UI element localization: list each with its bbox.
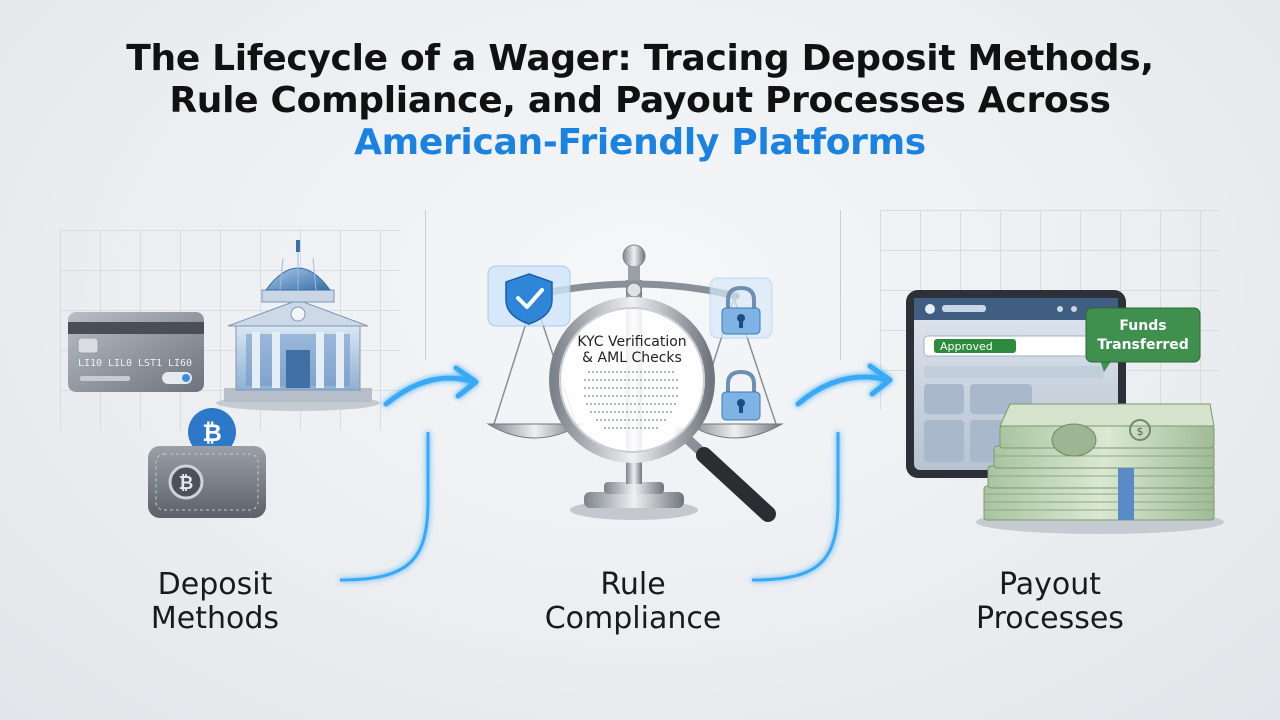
funds-transferred-badge: Funds Transferred	[1085, 307, 1201, 372]
card-number-4: LI60	[168, 358, 192, 369]
cash-stack-icon: $	[976, 403, 1224, 534]
deposit-label-line-1: Deposit	[157, 567, 273, 602]
card-number-1: LI10	[78, 358, 102, 369]
divider-right	[840, 210, 841, 360]
card-number-3: LST1	[138, 358, 162, 369]
stage-label-deposit-methods: Deposit Methods	[65, 568, 365, 636]
rule-label-line-1: Rule	[600, 567, 666, 602]
deposit-label-line-2: Methods	[150, 601, 280, 636]
stage-label-payout-processes: Payout Processes	[900, 568, 1200, 636]
crypto-wallet-icon: ₿ ₿	[148, 408, 266, 518]
shield-check-icon	[487, 265, 571, 327]
rule-label-line-2: Compliance	[544, 601, 722, 636]
aml-checks-text: & AML Checks	[582, 350, 682, 366]
svg-text:$: $	[1137, 425, 1144, 438]
credit-card-icon: LI10 LIL0 LST1 LI60	[68, 312, 204, 392]
diagram-title: The Lifecycle of a Wager: Tracing Deposi…	[0, 38, 1280, 164]
padlock-icon-upper	[709, 277, 773, 339]
payout-label-line-2: Processes	[976, 601, 1124, 636]
title-line-2: Rule Compliance, and Payout Processes Ac…	[169, 80, 1111, 121]
svg-text:₿: ₿	[202, 419, 222, 447]
padlock-icon-lower	[721, 369, 761, 421]
title-line-1: The Lifecycle of a Wager: Tracing Deposi…	[126, 38, 1154, 79]
stage-label-rule-compliance: Rule Compliance	[483, 568, 783, 636]
funds-badge-line-2: Transferred	[1097, 337, 1189, 353]
flow-arrow-2	[751, 363, 893, 582]
funds-badge-line-1: Funds	[1119, 318, 1166, 334]
approved-status-text: Approved	[940, 340, 993, 353]
kyc-verification-text: KYC Verification	[577, 334, 686, 350]
flow-arrow-1	[339, 365, 479, 582]
divider-left	[425, 210, 426, 360]
svg-text:₿: ₿	[179, 473, 194, 494]
title-line-3: American-Friendly Platforms	[354, 122, 926, 163]
magnifying-glass-icon: KYC Verification & AML Checks	[549, 297, 776, 522]
card-number-2: LIL0	[108, 358, 132, 369]
bank-icon	[216, 240, 380, 411]
payout-label-line-1: Payout	[998, 567, 1101, 602]
